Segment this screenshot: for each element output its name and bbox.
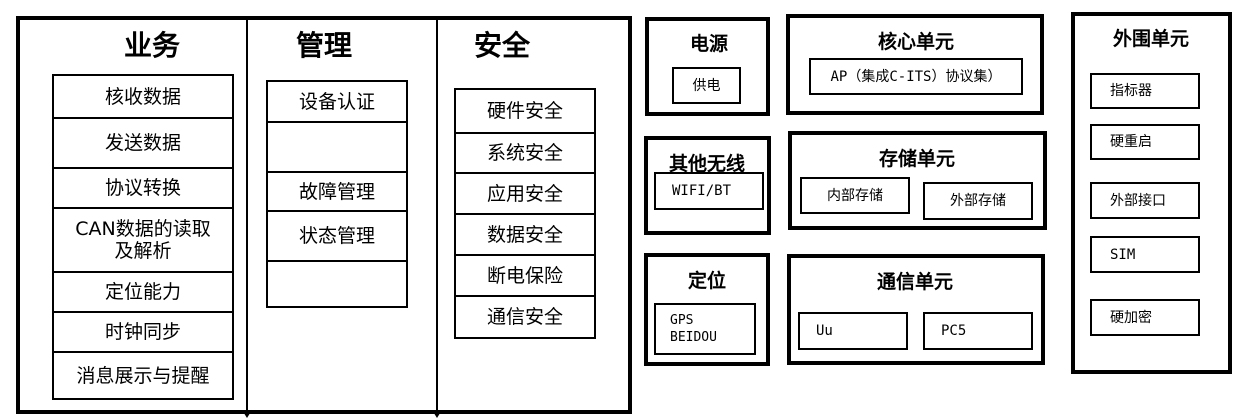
wifi-bt-item: WIFI/BT [654,172,764,210]
business-item: 发送数据 [54,119,232,169]
indicator-item: 指标器 [1090,73,1200,109]
security-title: 安全 [474,29,531,62]
business-item: 时钟同步 [54,313,232,353]
external-interface-item: 外部接口 [1090,182,1200,219]
positioning-title: 定位 [688,270,727,292]
business-item: 协议转换 [54,169,232,209]
management-item: 故障管理 [268,173,406,212]
core-protocol-item: AP（集成C-ITS）协议集） [809,58,1023,95]
business-item: 核收数据 [54,76,232,119]
management-security-divider [436,18,438,416]
business-item: CAN数据的读取 及解析 [54,209,232,273]
other-wireless-title: 其他无线 [669,153,746,175]
management-item: 状态管理 [268,212,406,262]
arrow-down-icon [242,410,252,418]
management-list: 设备认证 故障管理 状态管理 [266,80,408,308]
management-title: 管理 [296,29,353,62]
security-item: 应用安全 [456,174,594,215]
security-item: 断电保险 [456,256,594,297]
pc5-item: PC5 [923,312,1033,350]
arrow-down-icon [432,410,442,418]
security-item: 硬件安全 [456,90,594,134]
security-item: 系统安全 [456,134,594,174]
uu-item: Uu [798,312,908,350]
hardware-encryption-item: 硬加密 [1090,299,1200,336]
sim-item: SIM [1090,236,1200,273]
business-management-divider [246,18,248,416]
hard-reset-item: 硬重启 [1090,124,1200,160]
management-item-empty [268,123,406,173]
business-item: 消息展示与提醒 [76,364,210,387]
power-supply-item: 供电 [672,67,741,104]
storage-unit-title: 存储单元 [879,148,956,170]
management-item: 设备认证 [268,82,406,123]
security-item: 通信安全 [486,306,563,328]
external-storage-item: 外部存储 [923,182,1033,220]
gps-beidou-item: GPS BEIDOU [654,303,756,355]
security-item: 数据安全 [456,215,594,256]
software-architecture-panel [16,16,632,414]
core-unit-title: 核心单元 [878,31,955,53]
business-title: 业务 [124,29,181,62]
comm-unit-title: 通信单元 [877,271,954,293]
business-list: 核收数据 发送数据 协议转换 CAN数据的读取 及解析 定位能力 时钟同步 消息… [52,74,234,400]
business-item: 定位能力 [54,273,232,313]
peripheral-unit-title: 外围单元 [1113,28,1190,50]
internal-storage-item: 内部存储 [800,177,910,214]
management-item-empty [268,262,406,306]
power-title: 电源 [690,33,729,55]
security-list: 硬件安全 系统安全 应用安全 数据安全 断电保险 通信安全 [454,88,596,339]
